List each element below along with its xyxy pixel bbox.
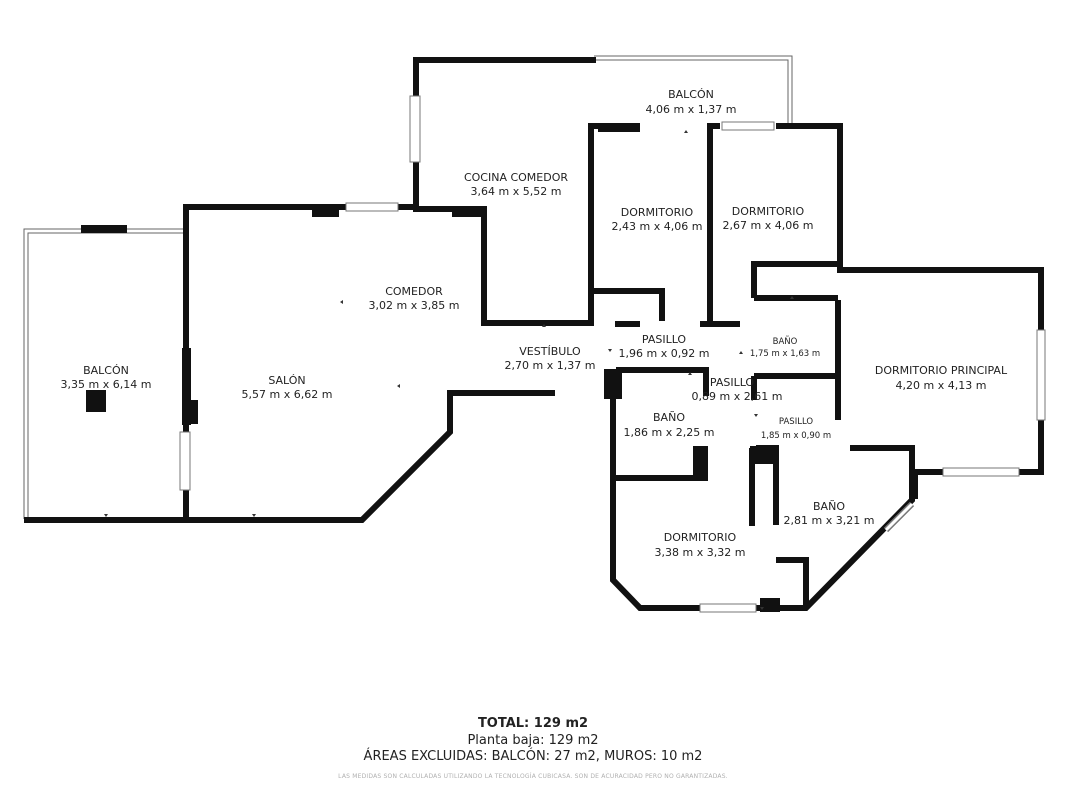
room-dim-pasillo-3: 1,85 m x 0,90 m [761,431,831,441]
room-name-cocina: COCINA COMEDOR [464,171,568,184]
room-dim-bano-small: 1,75 m x 1,63 m [750,349,820,359]
wall-blocks [81,124,780,612]
room-dim-dormitorio-1: 2,43 m x 4,06 m [612,220,703,233]
planta-baja-area: Planta baja: 129 m2 [467,733,599,748]
room-dim-pasillo-1: 1,96 m x 0,92 m [619,347,710,360]
room-dim-balcon-top: 4,06 m x 1,37 m [646,103,737,116]
windows [179,95,1046,613]
room-name-pasillo-1: PASILLO [642,333,687,346]
room-name-bano-2: BAÑO [813,500,845,513]
room-name-balcon-top: BALCÓN [668,88,714,101]
door-markers [104,130,794,610]
room-dim-salon: 5,57 m x 6,62 m [242,388,333,401]
room-dim-balcon-left: 3,35 m x 6,14 m [61,378,152,391]
room-name-bano-small: BAÑO [773,336,798,347]
room-name-comedor: COMEDOR [385,285,443,298]
room-name-pasillo-3: PASILLO [779,417,813,427]
room-dim-cocina: 3,64 m x 5,52 m [471,185,562,198]
room-dim-dormitorio-2: 2,67 m x 4,06 m [723,219,814,232]
room-dim-bano-1: 1,86 m x 2,25 m [624,426,715,439]
room-name-dormitorio-2: DORMITORIO [732,205,805,218]
room-name-bano-1: BAÑO [653,411,685,424]
room-name-balcon-left: BALCÓN [83,364,129,377]
measurement-disclaimer: LAS MEDIDAS SON CALCULADAS UTILIZANDO LA… [338,773,728,780]
room-name-dormitorio-3: DORMITORIO [664,531,737,544]
room-name-vestibulo: VESTÍBULO [519,345,581,358]
excluded-areas: ÁREAS EXCLUIDAS: BALCÓN: 27 m2, MUROS: 1… [363,749,703,764]
room-dim-vestibulo: 2,70 m x 1,37 m [505,359,596,372]
room-dim-dormitorio-3: 3,38 m x 3,32 m [655,546,746,559]
total-area: TOTAL: 129 m2 [477,716,589,731]
room-dim-pasillo-2: 0,89 m x 2,61 m [692,390,783,403]
balcony-railings [23,55,793,519]
room-dim-bano-2: 2,81 m x 3,21 m [784,514,875,527]
room-name-pasillo-2: PASILLO [710,376,755,389]
room-name-dormitorio-1: DORMITORIO [621,206,694,219]
room-dim-comedor: 3,02 m x 3,85 m [369,299,460,312]
room-dim-dormitorio-principal: 4,20 m x 4,13 m [896,379,987,392]
room-name-dormitorio-principal: DORMITORIO PRINCIPAL [875,364,1008,377]
room-labels: BALCÓN 4,06 m x 1,37 m COCINA COMEDOR 3,… [61,88,1008,559]
room-name-salon: SALÓN [268,374,305,387]
